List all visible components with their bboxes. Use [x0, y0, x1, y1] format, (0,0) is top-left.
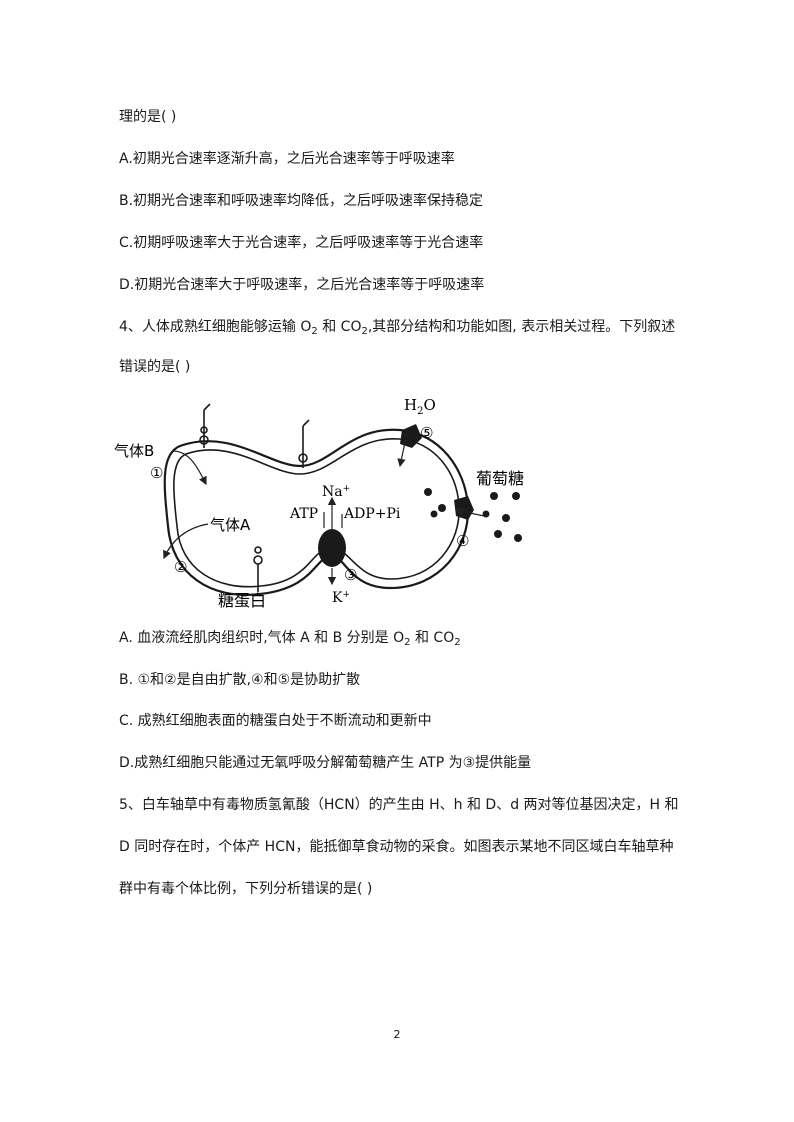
gas-a-out-arrow — [163, 523, 209, 560]
option-a-prev: A.初期光合速率逐渐升高，之后光合速率等于呼吸速率 — [119, 151, 455, 167]
question-4-stem-2: 错误的是( ) — [119, 359, 191, 375]
glycoprotein-label: 糖蛋白 — [218, 591, 266, 610]
glucose-molecules — [424, 488, 522, 542]
label-4: ④ — [456, 532, 469, 550]
option-b-prev: B.初期光合速率和呼吸速率均降低，之后呼吸速率保持稳定 — [119, 193, 484, 209]
gas-b-in-arrow — [173, 450, 207, 486]
q4-text-1: 4、人体成熟红细胞能够运输 O — [119, 319, 312, 335]
option-b: B. ①和②是自由扩散,④和⑤是协助扩散 — [119, 672, 361, 688]
option-d-prev: D.初期光合速率大于呼吸速率，之后光合速率等于呼吸速率 — [119, 277, 485, 293]
question-5-line-2: D 同时存在时，个体产 HCN，能抵御草食动物的采食。如图表示某地不同区域白车轴… — [119, 839, 674, 855]
red-blood-cell-diagram: 气体B ① 气体A ② 糖蛋白 H2O ⑤ 葡萄糖 ④ Na+ ATP ADP+… — [114, 396, 524, 610]
sodium-potassium-pump — [318, 529, 346, 567]
q4-sub-1: 2 — [311, 326, 318, 337]
q4-text-2: 和 CO — [317, 319, 362, 335]
option-d: D.成熟红细胞只能通过无氧呼吸分解葡萄糖产生 ATP 为③提供能量 — [119, 755, 532, 771]
q4-text-3: ,其部分结构和功能如图, 表示相关过程。下列叙述 — [367, 319, 676, 335]
glucose-label: 葡萄糖 — [476, 469, 524, 488]
gas-b-label: 气体B — [114, 442, 154, 460]
prev-question-tail: 理的是( ) — [119, 109, 177, 125]
option-a-sub-1: 2 — [404, 637, 411, 648]
label-2: ② — [174, 558, 187, 576]
water-in-arrow — [397, 427, 409, 468]
atp-arrow — [323, 512, 343, 528]
atp-label: ATP — [289, 506, 318, 522]
label-1: ① — [150, 464, 163, 482]
cell-membrane-outer — [163, 428, 470, 596]
option-c: C. 成熟红细胞表面的糖蛋白处于不断流动和更新中 — [119, 713, 432, 729]
option-a-text-2: 和 CO — [410, 630, 455, 646]
label-5: ⑤ — [420, 424, 433, 442]
glycoprotein-1 — [199, 403, 211, 448]
question-5-line-3: 群中有毒个体比例，下列分析错误的是( ) — [119, 881, 373, 897]
glucose-carrier-protein — [454, 496, 474, 520]
na-label: Na+ — [322, 484, 350, 500]
k-label: K+ — [332, 590, 350, 606]
glycoprotein-2 — [298, 419, 310, 468]
adp-label: ADP+Pi — [343, 506, 401, 522]
water-label: H2O — [404, 396, 436, 417]
page-number: 2 — [393, 1028, 401, 1041]
glycoprotein-3 — [253, 546, 263, 592]
q4-sub-2: 2 — [361, 326, 368, 337]
option-c-prev: C.初期呼吸速率大于光合速率，之后呼吸速率等于光合速率 — [119, 235, 484, 251]
cell-membrane-inner — [173, 438, 460, 588]
label-3: ③ — [344, 566, 357, 584]
option-a: A. 血液流经肌肉组织时,气体 A 和 B 分别是 O2 和 CO2 — [119, 629, 461, 648]
option-a-sub-2: 2 — [454, 637, 461, 648]
question-5-line-1: 5、白车轴草中有毒物质氢氰酸（HCN）的产生由 H、h 和 D、d 两对等位基因… — [119, 797, 679, 813]
glucose-in-arrow — [454, 507, 485, 517]
question-4-stem: 4、人体成熟红细胞能够运输 O2 和 CO2,其部分结构和功能如图, 表示相关过… — [119, 318, 676, 337]
gas-a-label: 气体A — [210, 516, 251, 534]
option-a-text-1: A. 血液流经肌肉组织时,气体 A 和 B 分别是 O — [119, 630, 405, 646]
